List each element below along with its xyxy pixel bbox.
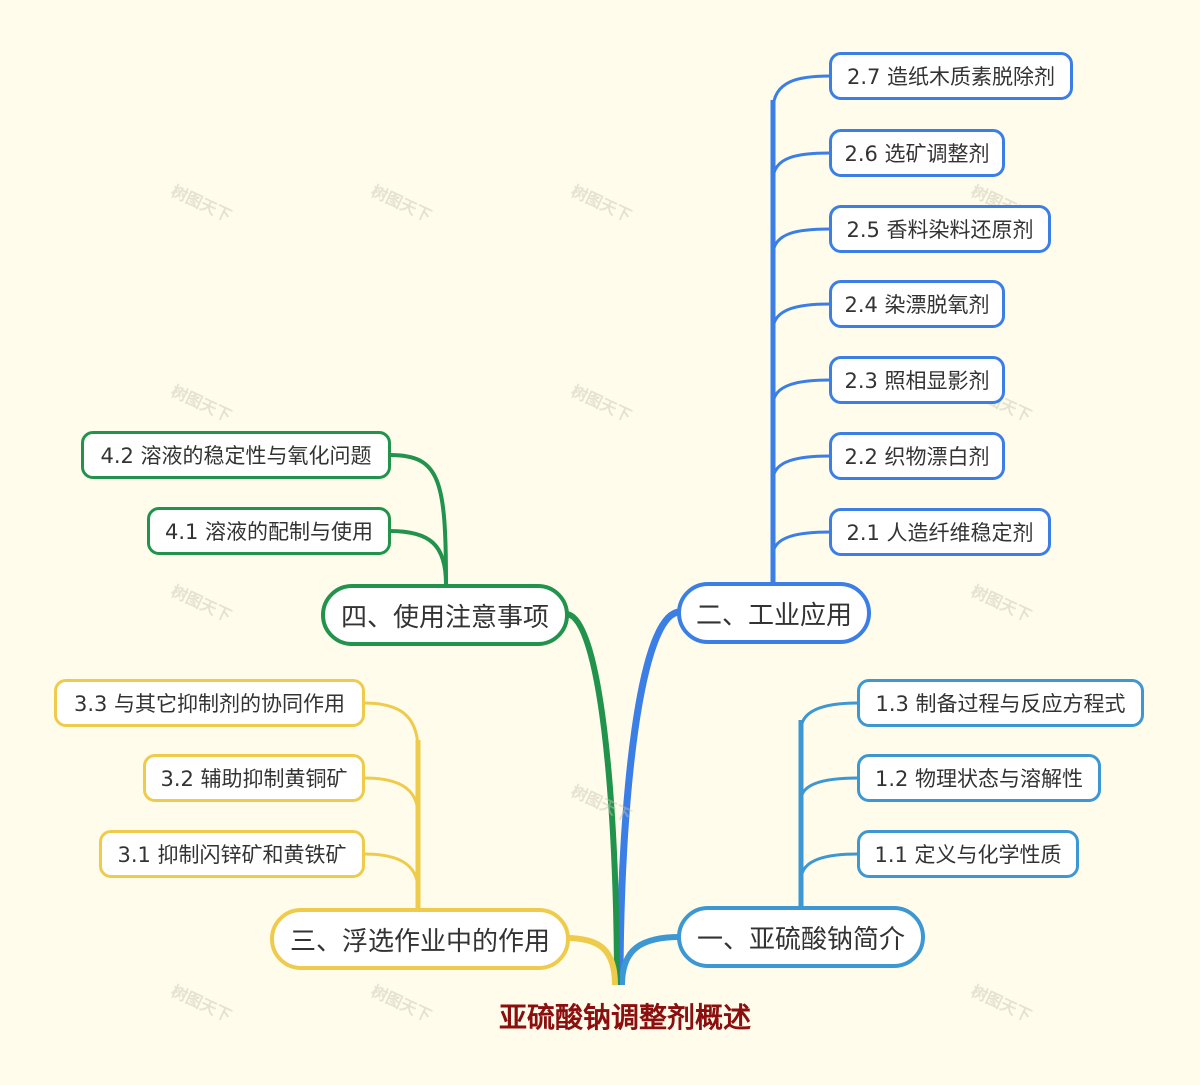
- node-2-5[interactable]: 2.5 香料染料还原剂: [829, 205, 1051, 253]
- node-1-2[interactable]: 1.2 物理状态与溶解性: [857, 754, 1101, 802]
- node-2-1[interactable]: 2.1 人造纤维稳定剂: [829, 508, 1051, 556]
- branch-introduction[interactable]: 一、亚硫酸钠简介: [677, 906, 925, 968]
- branch-usage-notes[interactable]: 四、使用注意事项: [321, 584, 569, 646]
- node-2-6[interactable]: 2.6 选矿调整剂: [829, 129, 1005, 177]
- node-4-1[interactable]: 4.1 溶液的配制与使用: [147, 507, 391, 555]
- node-2-7[interactable]: 2.7 造纸木质素脱除剂: [829, 52, 1073, 100]
- node-3-1[interactable]: 3.1 抑制闪锌矿和黄铁矿: [99, 830, 365, 878]
- branch-industrial-applications[interactable]: 二、工业应用: [677, 582, 871, 644]
- node-2-4[interactable]: 2.4 染漂脱氧剂: [829, 280, 1005, 328]
- root-topic[interactable]: 亚硫酸钠调整剂概述: [498, 1001, 751, 1034]
- node-2-2[interactable]: 2.2 织物漂白剂: [829, 432, 1005, 480]
- branch-flotation-role[interactable]: 三、浮选作业中的作用: [270, 908, 570, 970]
- node-4-2[interactable]: 4.2 溶液的稳定性与氧化问题: [81, 431, 391, 479]
- node-1-3[interactable]: 1.3 制备过程与反应方程式: [857, 679, 1144, 727]
- node-2-3[interactable]: 2.3 照相显影剂: [829, 356, 1005, 404]
- node-3-2[interactable]: 3.2 辅助抑制黄铜矿: [143, 754, 365, 802]
- node-3-3[interactable]: 3.3 与其它抑制剂的协同作用: [54, 679, 365, 727]
- node-1-1[interactable]: 1.1 定义与化学性质: [857, 830, 1079, 878]
